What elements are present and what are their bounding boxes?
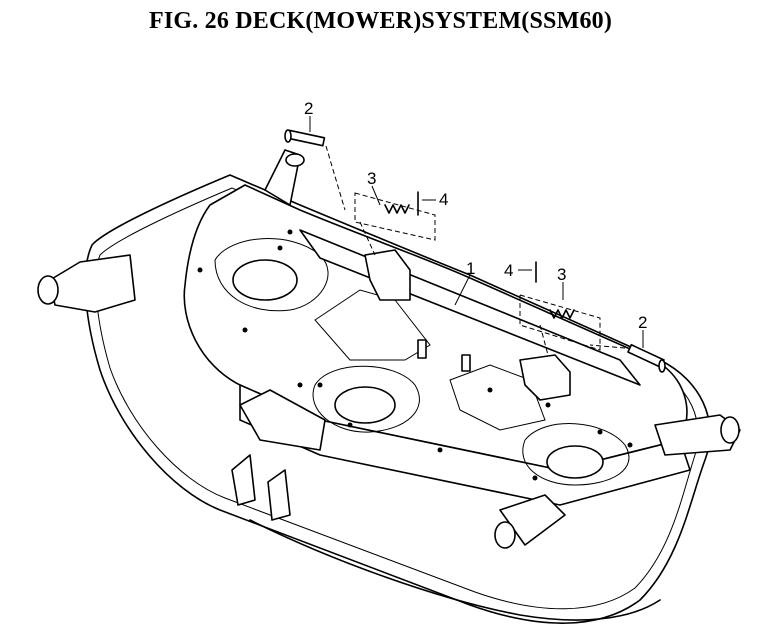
deck-bottom-rim [249,519,661,621]
cotter-left-group [417,191,436,216]
front-skid-bracket [499,494,566,546]
left-blade-opening [232,259,298,301]
left-spindle-area [214,238,329,312]
post-b [461,354,471,372]
callout-pin-left: 2 [304,99,313,118]
pin-right-group [589,330,666,373]
callout-pin-right: 2 [638,313,647,332]
right-blade-opening [546,445,604,479]
center-spindle-area [312,365,420,433]
left-front-bushing [37,275,59,305]
right-spindle-area [522,423,630,486]
front-hitch-link-a [231,454,256,506]
rear-left-bushing [285,153,305,167]
figure-title: FIG. 26 DECK(MOWER)SYSTEM(SSM60) [148,8,613,34]
callout-spring-left: 3 [367,169,376,188]
cotter-right-group [518,261,537,283]
mounting-holes [197,229,633,481]
left-baffle [314,289,431,361]
right-front-bushing [720,416,740,444]
pin-left-group [284,116,346,211]
callout-spring-right: 3 [557,265,566,284]
right-hanger-bracket [519,354,571,401]
spring-right-group [519,282,601,356]
spring-left-group [354,185,436,256]
deck-leader-line [454,274,471,306]
deck-skirt [84,174,711,624]
left-front-arm [49,254,136,313]
right-baffle [449,364,546,431]
left-hanger-bracket [364,249,411,301]
post-a [417,339,427,359]
front-hitch-link-b [267,469,291,521]
callout-cotter-right: 4 [504,261,513,280]
center-blade-opening [334,386,396,424]
front-skid-bushing [494,521,516,549]
callout-cotter-left: 4 [439,190,448,209]
front-hitch-left [239,389,326,451]
callout-deck: 1 [466,259,475,278]
